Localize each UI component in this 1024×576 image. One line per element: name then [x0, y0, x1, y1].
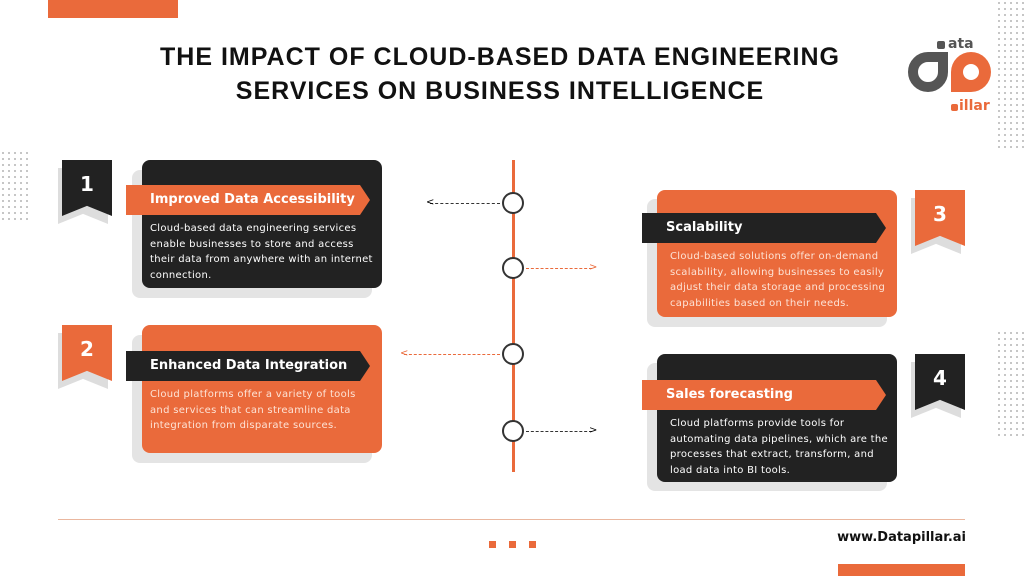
- pager-dot: [529, 541, 536, 548]
- dot-pattern: [996, 0, 1024, 150]
- card-text: Cloud-based solutions offer on-demand sc…: [670, 251, 886, 309]
- card-sales-forecasting: [657, 354, 897, 482]
- connector-arrow: [404, 354, 500, 355]
- title-line-2: SERVICES ON BUSINESS INTELLIGENCE: [235, 77, 765, 105]
- timeline-node: [502, 420, 524, 442]
- timeline-line: [512, 160, 515, 472]
- title-line-1: THE IMPACT OF CLOUD-BASED DATA ENGINEERI…: [160, 43, 840, 71]
- pager-dot: [509, 541, 516, 548]
- website-url: www.Datapillar.ai: [837, 530, 966, 545]
- card-text: Cloud platforms offer a variety of tools…: [150, 389, 356, 431]
- card-heading: Sales forecasting: [642, 380, 886, 410]
- card-enhanced-data-integration: [142, 325, 382, 453]
- card-text: Cloud platforms provide tools for automa…: [670, 418, 888, 476]
- card-scalability: [657, 190, 897, 317]
- bottom-accent-bar: [838, 564, 965, 576]
- connector-arrow: [526, 268, 592, 269]
- pager-dot: [489, 541, 496, 548]
- timeline-node: [502, 343, 524, 365]
- footer-divider: [58, 519, 965, 520]
- timeline-node: [502, 257, 524, 279]
- dot-pattern: [0, 150, 28, 220]
- connector-arrow: [526, 431, 592, 432]
- page-title: THE IMPACT OF CLOUD-BASED DATA ENGINEERI…: [100, 40, 900, 108]
- datapillar-logo: ata illar: [905, 36, 1005, 120]
- timeline-node: [502, 192, 524, 214]
- connector-arrow: [430, 203, 500, 204]
- card-heading: Scalability: [642, 213, 886, 243]
- card-heading: Enhanced Data Integration: [126, 351, 370, 381]
- dot-pattern: [996, 330, 1024, 440]
- card-heading: Improved Data Accessibility: [126, 185, 370, 215]
- card-improved-data-accessibility: [142, 160, 382, 288]
- top-accent-bar: [48, 0, 178, 18]
- card-text: Cloud-based data engineering services en…: [150, 223, 373, 281]
